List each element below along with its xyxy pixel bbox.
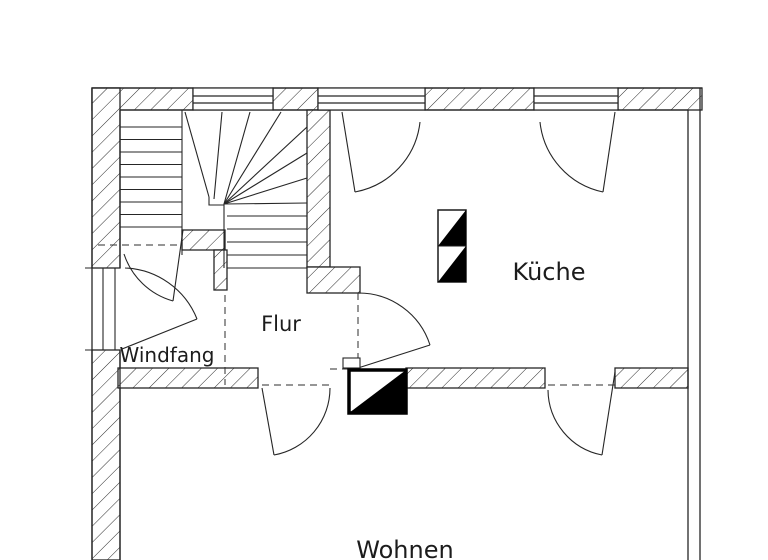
wall-top-segment-4: [617, 87, 703, 111]
room-label-wohnen: Wohnen: [356, 536, 453, 560]
window-stairwell: [192, 87, 274, 111]
staircase: [120, 110, 308, 269]
chimney-symbol-kueche: [437, 209, 467, 283]
dashed-lines: [98, 244, 615, 386]
room-label-flur: Flur: [261, 312, 301, 336]
door-flur-wohnen: [261, 387, 331, 456]
doors: [121, 229, 616, 456]
wall-left-upper: [91, 87, 121, 269]
wall-windfang-wohnen: [117, 367, 259, 389]
entrance-opening: [85, 267, 120, 351]
chimney-symbol-wall: [347, 368, 408, 415]
window-kueche-right: [533, 87, 619, 111]
wall-stair-kitchen: [306, 109, 331, 268]
room-labels: Windfang Flur Küche Wohnen: [120, 258, 586, 560]
stair-winder-wedge: [184, 111, 224, 206]
door-entrance-windfang: [121, 267, 198, 350]
windows: [192, 87, 619, 193]
wall-kueche-wohnen-right: [614, 367, 689, 389]
wall-stub-horizontal: [181, 229, 226, 251]
door-kueche-wohnen: [547, 371, 616, 456]
stair-treads-lower-flight: [227, 215, 307, 269]
window-sash-swings: [341, 111, 616, 193]
wall-top-segment-2: [272, 87, 319, 111]
wall-left-lower: [91, 349, 121, 560]
room-label-kueche: Küche: [513, 258, 586, 286]
door-jamb-block: [342, 357, 361, 369]
stair-winder-fan: [223, 111, 308, 205]
room-label-windfang: Windfang: [120, 343, 215, 367]
door-flur-kueche: [342, 292, 431, 369]
wall-stair-kitchen-step: [306, 266, 361, 294]
stair-treads-left-flight: [120, 126, 182, 228]
wall-top-segment-3: [424, 87, 535, 111]
door-windfang-stair: [123, 229, 184, 302]
window-kueche-left: [317, 87, 426, 111]
wall-stub-vertical: [213, 249, 228, 291]
wall-kueche-wohnen-left: [405, 367, 546, 389]
